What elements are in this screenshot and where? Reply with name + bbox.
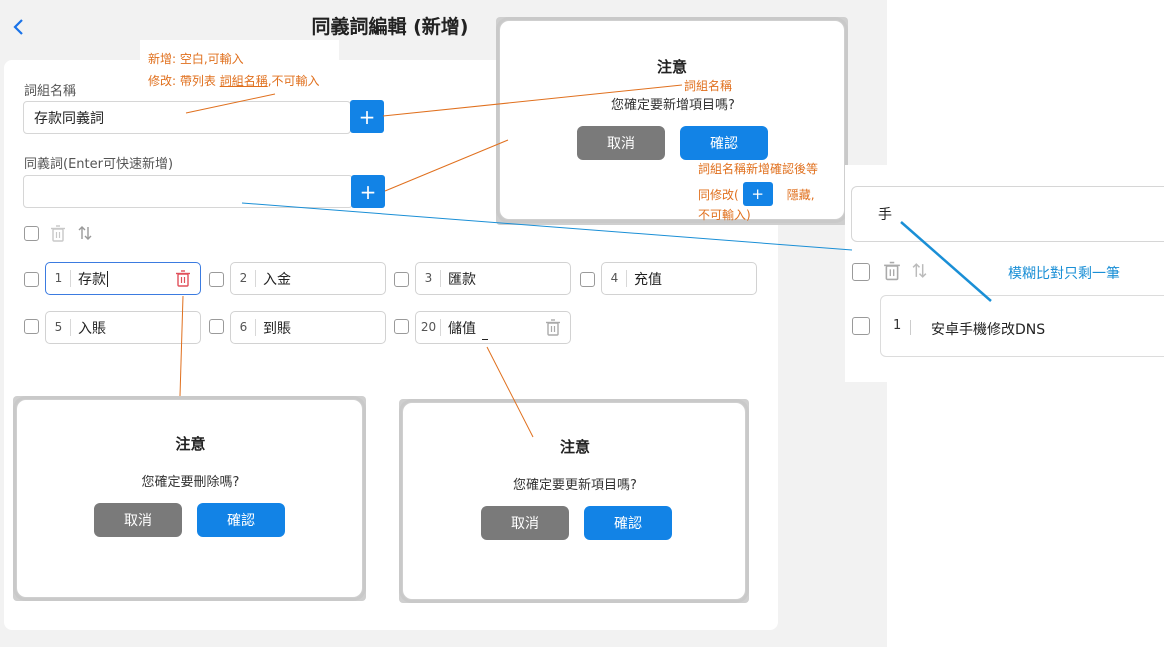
synonym-chip[interactable]: 20 儲值 bbox=[415, 311, 571, 344]
trash-icon[interactable] bbox=[883, 261, 901, 285]
confirm-button[interactable]: 確認 bbox=[584, 506, 672, 540]
chip-number: 1 bbox=[47, 270, 71, 287]
chip-number: 2 bbox=[232, 270, 256, 287]
chip-text[interactable]: 入金 bbox=[263, 271, 291, 288]
add-synonym-button[interactable]: + bbox=[351, 175, 385, 208]
dialog-title: 注意 bbox=[175, 435, 206, 453]
chip-text[interactable]: 充值 bbox=[634, 271, 662, 288]
text-cursor bbox=[482, 339, 488, 340]
row-text: 安卓手機修改DNS bbox=[931, 322, 1046, 338]
cancel-button[interactable]: 取消 bbox=[481, 506, 569, 540]
dialog-message: 您確定要更新項目嗎? bbox=[513, 478, 637, 493]
chip-text[interactable]: 到賬 bbox=[263, 320, 291, 337]
chip-checkbox[interactable] bbox=[580, 272, 595, 287]
chip-checkbox[interactable] bbox=[394, 319, 409, 334]
chip-checkbox[interactable] bbox=[209, 319, 224, 334]
confirm-note-line3: 不可輸入) bbox=[698, 208, 751, 222]
synonym-chip[interactable]: 3 匯款 bbox=[415, 262, 571, 295]
chip-text[interactable]: 儲值 bbox=[448, 320, 476, 337]
chip-checkbox[interactable] bbox=[24, 319, 39, 334]
chip-number: 20 bbox=[417, 319, 441, 336]
fuzzy-search-input[interactable]: 手 bbox=[851, 186, 1164, 242]
sort-icon[interactable] bbox=[77, 225, 93, 245]
select-all-checkbox[interactable] bbox=[24, 226, 39, 241]
trash-icon[interactable] bbox=[50, 225, 66, 246]
dialog-message: 您確定要新增項目嗎? bbox=[611, 98, 735, 113]
edit-mode-note: 修改: 帶列表 詞組名稱,不可輸入 bbox=[148, 74, 320, 88]
confirm-note-line1: 詞組名稱新增確認後等 bbox=[698, 162, 819, 176]
chip-checkbox[interactable] bbox=[394, 272, 409, 287]
synonym-chip[interactable]: 6 到賬 bbox=[230, 311, 386, 344]
sort-icon[interactable] bbox=[911, 262, 928, 283]
dialog-message: 您確定要刪除嗎? bbox=[141, 475, 240, 490]
mode-annotation: 新增: 空白,可輸入 修改: 帶列表 詞組名稱,不可輸入 bbox=[140, 40, 339, 90]
chevron-left-icon[interactable] bbox=[10, 14, 30, 40]
synonym-chip[interactable]: 4 充值 bbox=[601, 262, 757, 295]
chip-checkbox[interactable] bbox=[24, 272, 39, 287]
chip-checkbox[interactable] bbox=[209, 272, 224, 287]
row-number: 1 bbox=[893, 318, 902, 333]
plus-icon: + bbox=[742, 182, 773, 206]
fuzzy-result-note: 模糊比對只剩一筆 bbox=[1008, 266, 1120, 282]
chip-text[interactable]: 入賬 bbox=[78, 320, 106, 337]
add-group-button[interactable]: + bbox=[350, 100, 384, 133]
text-cursor bbox=[107, 270, 108, 287]
dialog-title: 注意 bbox=[559, 438, 590, 456]
add-mode-note: 新增: 空白,可輸入 bbox=[148, 52, 244, 66]
delete-chip-icon[interactable] bbox=[175, 270, 191, 291]
plus-icon: + bbox=[358, 104, 376, 129]
confirm-note-line2: 同修改( + 隱藏, bbox=[698, 182, 815, 206]
confirm-button[interactable]: 確認 bbox=[197, 503, 285, 537]
synonym-chip[interactable]: 1 存款 bbox=[45, 262, 201, 295]
chip-text[interactable]: 存款 bbox=[78, 271, 106, 288]
synonym-chip[interactable]: 5 入賬 bbox=[45, 311, 201, 344]
fuzzy-select-all-checkbox[interactable] bbox=[852, 263, 870, 281]
group-name-label: 詞組名稱 bbox=[24, 84, 77, 99]
delete-confirm-dialog: 注意 您確定要刪除嗎? 取消 確認 bbox=[16, 399, 363, 598]
cancel-button[interactable]: 取消 bbox=[94, 503, 182, 537]
fuzzy-result-row[interactable]: 1 安卓手機修改DNS bbox=[880, 295, 1164, 357]
synonym-input[interactable] bbox=[23, 175, 353, 208]
delete-chip-icon[interactable] bbox=[545, 319, 561, 340]
group-name-note: 詞組名稱 bbox=[684, 79, 733, 93]
chip-text[interactable]: 匯款 bbox=[448, 271, 476, 288]
update-confirm-dialog: 注意 您確定要更新項目嗎? 取消 確認 bbox=[402, 402, 746, 600]
chip-number: 6 bbox=[232, 319, 256, 336]
cancel-button[interactable]: 取消 bbox=[577, 126, 665, 160]
page-title: 同義詞編輯 (新增) bbox=[311, 16, 469, 38]
synonym-chip[interactable]: 2 入金 bbox=[230, 262, 386, 295]
plus-icon: + bbox=[359, 179, 377, 204]
group-name-input[interactable]: 存款同義詞 bbox=[23, 101, 351, 134]
synonym-label: 同義詞(Enter可快速新增) bbox=[24, 157, 174, 172]
fuzzy-row-checkbox[interactable] bbox=[852, 317, 870, 335]
chip-number: 4 bbox=[603, 270, 627, 287]
confirm-button[interactable]: 確認 bbox=[680, 126, 768, 160]
row-divider bbox=[910, 320, 911, 335]
chip-number: 3 bbox=[417, 270, 441, 287]
chip-number: 5 bbox=[47, 319, 71, 336]
dialog-title: 注意 bbox=[656, 58, 687, 76]
add-confirm-dialog: 注意 您確定要新增項目嗎? 取消 確認 bbox=[499, 20, 845, 220]
